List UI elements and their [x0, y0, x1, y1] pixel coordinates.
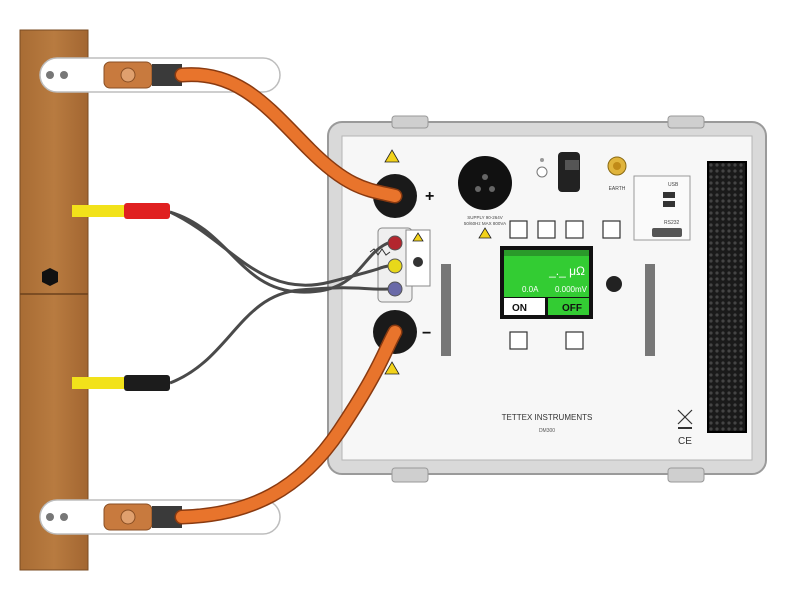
sense-panel	[369, 227, 431, 303]
warning-icon	[384, 149, 400, 163]
minus-label: −	[422, 325, 431, 342]
supply-label: SUPPLY 90-264V	[467, 215, 503, 220]
sense-leads	[169, 210, 389, 385]
function-buttons-top	[509, 220, 621, 239]
mains-connector: SUPPLY 90-264V 50/60Hz MAX 800VA	[458, 156, 512, 239]
vent-grille	[707, 161, 747, 433]
sense-clip-red	[72, 203, 170, 219]
earth-label: EARTH	[609, 186, 626, 192]
power-switch[interactable]	[536, 152, 580, 192]
lcd-secondary: 0.000mV	[555, 285, 588, 294]
recycle-bin-icon	[677, 409, 693, 429]
io-ports: USB RS232	[633, 175, 691, 241]
lcd-off-label: OFF	[562, 303, 582, 314]
warning-icon	[384, 361, 400, 375]
ce-mark-icon: CE	[678, 436, 692, 447]
hex-bolt-icon	[42, 268, 58, 286]
sense-terminal-blue[interactable]	[387, 281, 403, 297]
sense-clip-black	[72, 375, 170, 391]
usb-label: USB	[668, 182, 679, 188]
off-button[interactable]	[565, 331, 584, 350]
lcd-on-label: ON	[512, 303, 527, 314]
left-handle-slot	[441, 264, 451, 356]
sense-terminal-yellow[interactable]	[387, 258, 403, 274]
brand-label: TETTEX INSTRUMENTS	[502, 413, 593, 422]
lcd-reading: _._ μΩ	[548, 264, 585, 278]
function-button-4[interactable]	[602, 220, 621, 239]
usb-port-2[interactable]	[663, 201, 675, 207]
on-button[interactable]	[509, 331, 528, 350]
function-button-2[interactable]	[537, 220, 556, 239]
model-label: DM300	[539, 428, 555, 434]
function-button-1[interactable]	[509, 220, 528, 239]
warning-icon	[412, 232, 424, 242]
current-cables	[174, 67, 403, 525]
rotary-knob[interactable]	[606, 276, 622, 292]
earth-terminal[interactable]: EARTH	[607, 156, 627, 192]
lcd-display: _._ μΩ 0.0A 0.000mV ON OFF	[500, 246, 593, 319]
sense-terminal-red[interactable]	[387, 235, 403, 251]
wooden-busbar	[19, 29, 89, 571]
function-button-3[interactable]	[565, 220, 584, 239]
usb-port[interactable]	[663, 192, 675, 198]
supply-sub-label: 50/60Hz MAX 800VA	[464, 221, 506, 226]
right-handle-slot	[645, 264, 655, 356]
plus-label: +	[425, 188, 434, 205]
rs232-label: RS232	[664, 220, 680, 226]
lcd-current: 0.0A	[522, 285, 539, 294]
warning-icon	[478, 227, 492, 239]
rs232-port[interactable]	[652, 228, 682, 237]
